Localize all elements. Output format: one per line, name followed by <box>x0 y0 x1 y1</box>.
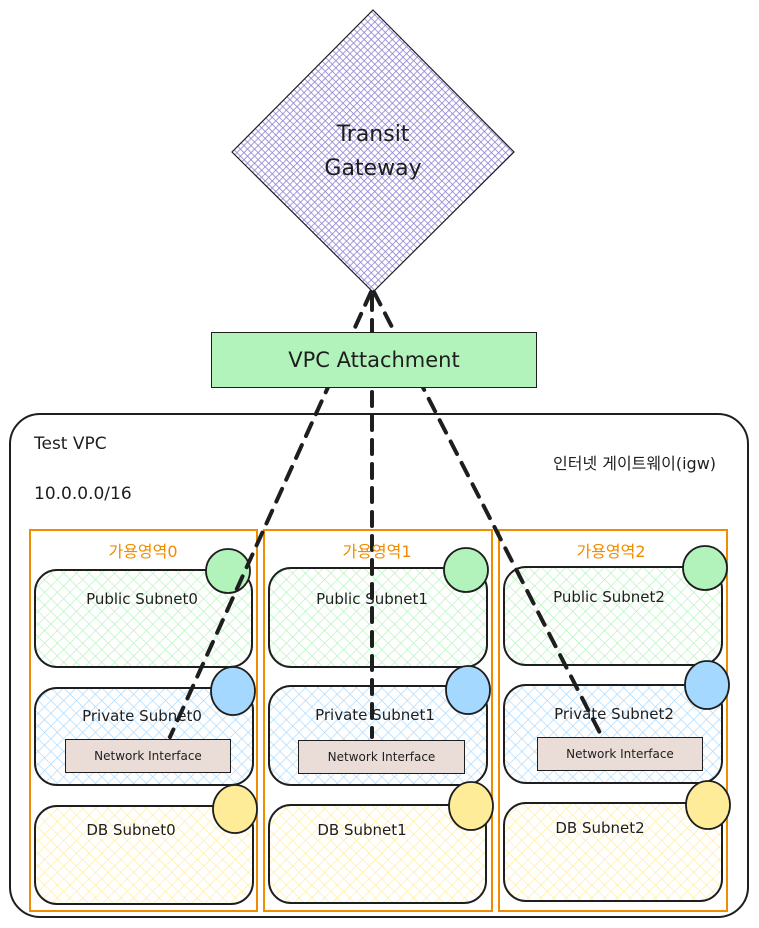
db-subnet-1[interactable] <box>268 804 487 904</box>
db-subnet-2-label: DB Subnet2 <box>555 819 645 837</box>
transit-gateway-label-line1: Transit <box>336 122 410 147</box>
public-subnet-2[interactable] <box>503 566 723 666</box>
db-subnet-2[interactable] <box>503 802 723 902</box>
vpc-boundary[interactable] <box>9 413 749 918</box>
public-subnet-2-badge <box>682 545 728 591</box>
private-subnet-2-label: Private Subnet2 <box>554 705 674 723</box>
network-interface-2[interactable]: Network Interface <box>537 737 703 771</box>
private-subnet-1-label: Private Subnet1 <box>315 706 435 724</box>
internet-gateway-label: 인터넷 게이트웨이(igw) <box>553 454 717 473</box>
public-subnet-0[interactable] <box>34 569 253 668</box>
vpc-attachment-box[interactable]: VPC Attachment <box>211 332 537 388</box>
db-subnet-1-badge <box>448 781 494 831</box>
availability-zone-2[interactable] <box>498 529 728 912</box>
availability-zone-1[interactable] <box>263 529 493 912</box>
transit-gateway-label-line2: Gateway <box>324 156 422 181</box>
db-subnet-0-badge <box>212 784 258 834</box>
public-subnet-0-badge <box>205 548 251 594</box>
private-subnet-2-badge <box>684 660 730 710</box>
public-subnet-1-badge <box>443 547 489 593</box>
vpc-name: Test VPC <box>34 434 107 454</box>
private-subnet-0-label: Private Subnet0 <box>82 707 202 725</box>
network-interface-0[interactable]: Network Interface <box>65 739 231 773</box>
vpc-attachment-label: VPC Attachment <box>288 348 460 372</box>
public-subnet-1-label: Public Subnet1 <box>316 590 428 608</box>
db-subnet-2-badge <box>685 780 731 830</box>
public-subnet-0-label: Public Subnet0 <box>86 590 198 608</box>
public-subnet-2-label: Public Subnet2 <box>553 588 665 606</box>
db-subnet-0-label: DB Subnet0 <box>86 821 176 839</box>
vpc-cidr: 10.0.0.0/16 <box>34 484 132 504</box>
network-interface-1[interactable]: Network Interface <box>298 740 465 774</box>
availability-zone-0[interactable] <box>29 529 258 912</box>
availability-zone-0-title: 가용영역0 <box>108 542 178 561</box>
private-subnet-0-badge <box>210 666 256 716</box>
db-subnet-1-label: DB Subnet1 <box>317 821 407 839</box>
db-subnet-0[interactable] <box>34 805 254 905</box>
private-subnet-1-badge <box>445 665 491 715</box>
public-subnet-1[interactable] <box>268 567 488 668</box>
transit-gateway-label: Transit Gateway <box>324 118 421 186</box>
availability-zone-1-title: 가용영역1 <box>342 542 412 561</box>
availability-zone-2-title: 가용영역2 <box>576 542 646 561</box>
